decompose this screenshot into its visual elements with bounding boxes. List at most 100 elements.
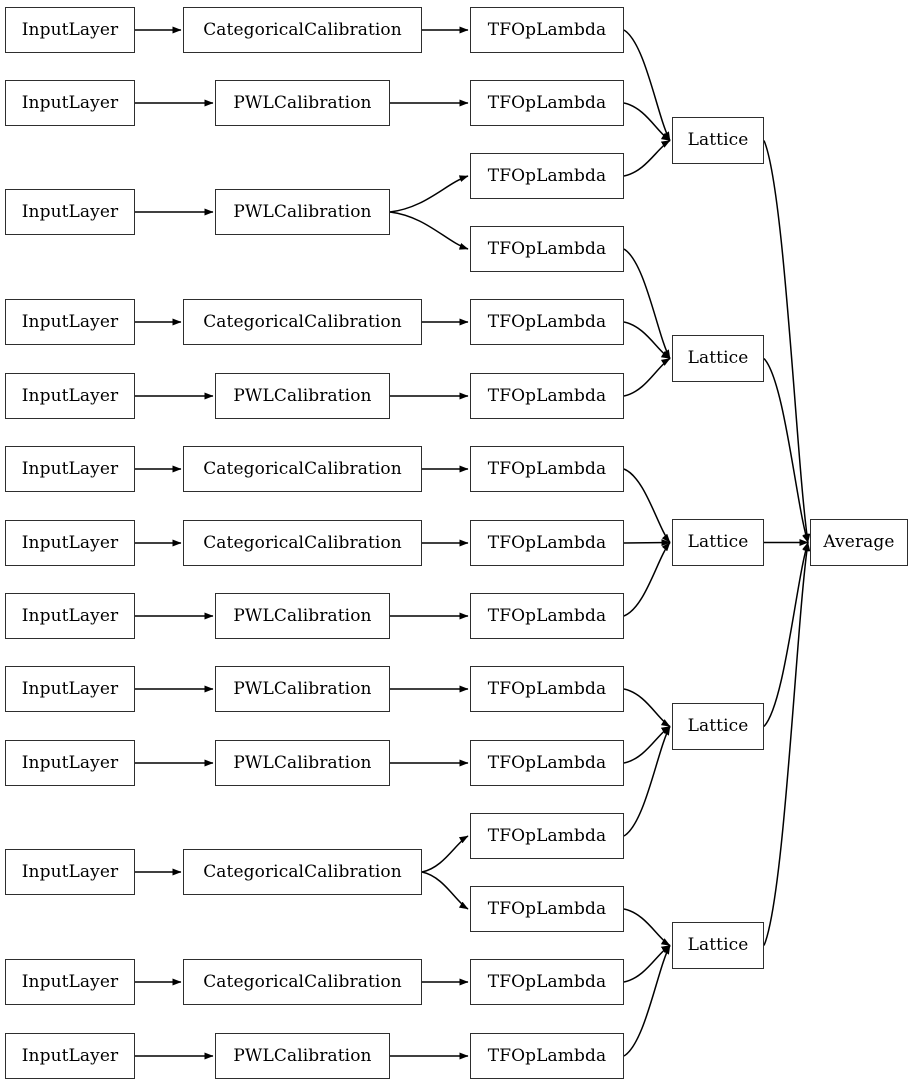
node-tf3[interactable]: TFOpLambda xyxy=(470,153,624,199)
node-label: CategoricalCalibration xyxy=(203,861,402,882)
node-in10[interactable]: InputLayer xyxy=(5,740,135,786)
node-lat4[interactable]: Lattice xyxy=(672,703,764,750)
node-label: InputLayer xyxy=(21,92,119,113)
node-label: TFOpLambda xyxy=(487,678,607,699)
node-tf8[interactable]: TFOpLambda xyxy=(470,520,624,566)
node-label: InputLayer xyxy=(21,201,119,222)
edge-lat5-to-avg xyxy=(763,542,811,946)
node-in4[interactable]: InputLayer xyxy=(5,299,135,345)
node-label: InputLayer xyxy=(21,752,119,773)
node-label: InputLayer xyxy=(21,532,119,553)
node-cal4[interactable]: CategoricalCalibration xyxy=(183,299,422,345)
node-label: PWLCalibration xyxy=(233,201,372,222)
node-tf7[interactable]: TFOpLambda xyxy=(470,446,624,492)
node-in1[interactable]: InputLayer xyxy=(5,7,135,53)
node-label: InputLayer xyxy=(21,678,119,699)
edge-tf7-to-lat3 xyxy=(623,468,671,543)
node-cal1[interactable]: CategoricalCalibration xyxy=(183,7,422,53)
node-in9[interactable]: InputLayer xyxy=(5,666,135,712)
node-label: TFOpLambda xyxy=(487,898,607,919)
node-tf11[interactable]: TFOpLambda xyxy=(470,740,624,786)
node-cal6[interactable]: CategoricalCalibration xyxy=(183,446,422,492)
edge-tf13-to-lat5 xyxy=(623,908,671,947)
node-in3[interactable]: InputLayer xyxy=(5,189,135,235)
node-lat5[interactable]: Lattice xyxy=(672,922,764,969)
node-label: PWLCalibration xyxy=(233,385,372,406)
node-cal8[interactable]: PWLCalibration xyxy=(215,593,390,639)
node-tf5[interactable]: TFOpLambda xyxy=(470,299,624,345)
node-label: InputLayer xyxy=(21,861,119,882)
node-label: TFOpLambda xyxy=(487,165,607,186)
edge-cal11-to-tf12 xyxy=(421,835,469,873)
node-cal12[interactable]: CategoricalCalibration xyxy=(183,959,422,1005)
node-label: TFOpLambda xyxy=(487,92,607,113)
node-tf15[interactable]: TFOpLambda xyxy=(470,1033,624,1079)
node-cal13[interactable]: PWLCalibration xyxy=(215,1033,390,1079)
node-lat1[interactable]: Lattice xyxy=(672,117,764,164)
node-label: PWLCalibration xyxy=(233,752,372,773)
node-cal2[interactable]: PWLCalibration xyxy=(215,80,390,126)
node-tf2[interactable]: TFOpLambda xyxy=(470,80,624,126)
node-tf14[interactable]: TFOpLambda xyxy=(470,959,624,1005)
edge-tf1-to-lat1 xyxy=(623,29,671,141)
node-cal10[interactable]: PWLCalibration xyxy=(215,740,390,786)
edge-lat4-to-avg xyxy=(763,542,809,728)
node-cal7[interactable]: CategoricalCalibration xyxy=(183,520,422,566)
node-in11[interactable]: InputLayer xyxy=(5,849,135,895)
node-avg[interactable]: Average xyxy=(810,519,908,566)
node-label: Lattice xyxy=(687,935,749,955)
node-in13[interactable]: InputLayer xyxy=(5,1033,135,1079)
node-label: InputLayer xyxy=(21,385,119,406)
node-label: InputLayer xyxy=(21,605,119,626)
edge-tf14-to-lat5 xyxy=(623,944,671,983)
node-label: TFOpLambda xyxy=(487,311,607,332)
node-cal3[interactable]: PWLCalibration xyxy=(215,189,390,235)
node-in5[interactable]: InputLayer xyxy=(5,373,135,419)
node-tf13[interactable]: TFOpLambda xyxy=(470,886,624,932)
node-label: TFOpLambda xyxy=(487,385,607,406)
node-tf1[interactable]: TFOpLambda xyxy=(470,7,624,53)
node-tf12[interactable]: TFOpLambda xyxy=(470,813,624,859)
node-cal11[interactable]: CategoricalCalibration xyxy=(183,849,422,895)
edge-tf10-to-lat4 xyxy=(623,688,671,728)
node-tf9[interactable]: TFOpLambda xyxy=(470,593,624,639)
node-label: InputLayer xyxy=(21,311,119,332)
node-in8[interactable]: InputLayer xyxy=(5,593,135,639)
node-in6[interactable]: InputLayer xyxy=(5,446,135,492)
node-lat3[interactable]: Lattice xyxy=(672,519,764,566)
node-label: CategoricalCalibration xyxy=(203,971,402,992)
edge-tf2-to-lat1 xyxy=(623,102,671,142)
edge-tf11-to-lat4 xyxy=(623,725,671,764)
node-label: TFOpLambda xyxy=(487,971,607,992)
node-label: Lattice xyxy=(687,716,749,736)
node-cal9[interactable]: PWLCalibration xyxy=(215,666,390,712)
node-label: PWLCalibration xyxy=(233,678,372,699)
node-cal5[interactable]: PWLCalibration xyxy=(215,373,390,419)
node-lat2[interactable]: Lattice xyxy=(672,335,764,382)
node-label: TFOpLambda xyxy=(487,605,607,626)
node-label: Lattice xyxy=(687,130,749,150)
edge-tf9-to-lat3 xyxy=(623,542,671,617)
node-label: Lattice xyxy=(687,532,749,552)
node-label: PWLCalibration xyxy=(233,605,372,626)
node-label: CategoricalCalibration xyxy=(203,311,402,332)
edge-tf5-to-lat2 xyxy=(623,321,671,360)
node-in2[interactable]: InputLayer xyxy=(5,80,135,126)
node-label: CategoricalCalibration xyxy=(203,458,402,479)
node-label: InputLayer xyxy=(21,971,119,992)
node-tf4[interactable]: TFOpLambda xyxy=(470,226,624,272)
node-label: TFOpLambda xyxy=(487,19,607,40)
node-label: InputLayer xyxy=(21,1045,119,1066)
node-in7[interactable]: InputLayer xyxy=(5,520,135,566)
node-in12[interactable]: InputLayer xyxy=(5,959,135,1005)
node-tf10[interactable]: TFOpLambda xyxy=(470,666,624,712)
node-tf6[interactable]: TFOpLambda xyxy=(470,373,624,419)
node-label: InputLayer xyxy=(21,19,119,40)
node-label: TFOpLambda xyxy=(487,532,607,553)
node-label: PWLCalibration xyxy=(233,1045,372,1066)
edge-tf3-to-lat1 xyxy=(623,139,671,177)
node-label: TFOpLambda xyxy=(487,238,607,259)
node-label: Average xyxy=(823,532,895,552)
edge-cal3-to-tf4 xyxy=(389,211,469,250)
edge-cal11-to-tf13 xyxy=(421,871,469,910)
